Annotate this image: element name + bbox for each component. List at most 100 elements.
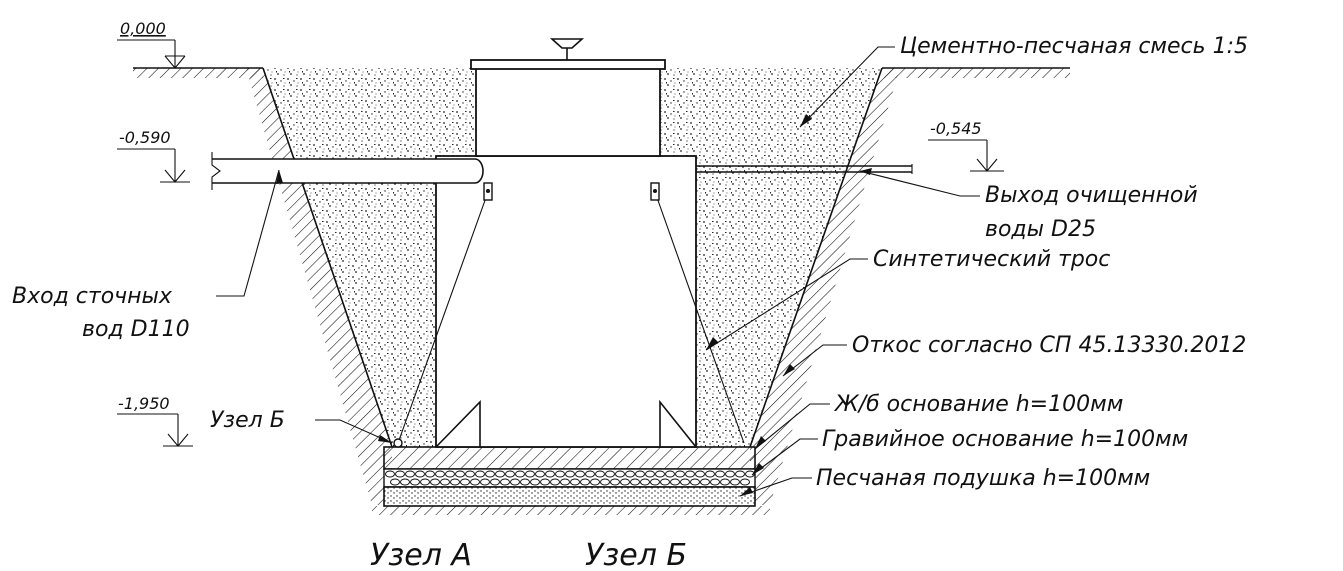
gravel-stone bbox=[645, 470, 655, 478]
gravel-stone bbox=[585, 470, 595, 478]
gravel-stone bbox=[440, 478, 450, 486]
slab-label: Ж/б основание h=100мм bbox=[833, 392, 1123, 417]
sand-layer bbox=[383, 486, 756, 507]
gravel-stone bbox=[640, 478, 650, 486]
level-inlet-text: -0,590 bbox=[119, 128, 171, 147]
outlet-label-line1: Выход очищенной bbox=[985, 183, 1198, 208]
base-rib-right bbox=[659, 399, 697, 448]
inlet-label-line1: Вход сточных bbox=[12, 284, 173, 309]
gravel-stone bbox=[530, 478, 540, 486]
gravel-stone bbox=[615, 470, 625, 478]
gravel-stone bbox=[420, 478, 430, 486]
level-bottom-text: -1,950 bbox=[118, 394, 170, 413]
gravel-stone bbox=[545, 470, 555, 478]
node-a-caption: Узел А bbox=[370, 538, 472, 571]
gravel-stone bbox=[510, 478, 520, 486]
backfill-label: Цементно-песчаная смесь 1:5 bbox=[900, 34, 1248, 59]
gravel-stone bbox=[480, 478, 490, 486]
rope-label: Синтетический трос bbox=[873, 247, 1110, 272]
gravel-stone bbox=[725, 470, 735, 478]
gravel-stone bbox=[630, 478, 640, 486]
gravel-stone bbox=[665, 470, 675, 478]
gravel-stone bbox=[690, 478, 700, 486]
gravel-stone bbox=[515, 470, 525, 478]
gravel-stone bbox=[475, 470, 485, 478]
level-mark-bottom: -1,950 bbox=[117, 394, 193, 447]
base-rib-left bbox=[435, 400, 481, 448]
gravel-stone bbox=[670, 478, 680, 486]
gravel-stone bbox=[410, 478, 420, 486]
slope-label: Откос согласно СП 45.13330.2012 bbox=[852, 333, 1246, 358]
gravel-stone bbox=[720, 478, 730, 486]
gravel-stone bbox=[505, 470, 515, 478]
gravel-stone bbox=[390, 478, 400, 486]
node-b-caption: Узел Б bbox=[585, 538, 687, 571]
gravel-stone bbox=[445, 470, 455, 478]
gravel-stone bbox=[555, 470, 565, 478]
level-mark-outlet: -0,545 bbox=[928, 119, 1004, 172]
gravel-stone bbox=[395, 470, 405, 478]
gravel-stone bbox=[740, 478, 750, 486]
pit-bottom-soil bbox=[372, 506, 770, 515]
gravel-stone bbox=[400, 478, 410, 486]
gravel-stone bbox=[575, 470, 585, 478]
gravel-stone bbox=[620, 478, 630, 486]
gravel-stone bbox=[500, 478, 510, 486]
gravel-stone bbox=[435, 470, 445, 478]
gravel-stone bbox=[580, 478, 590, 486]
gravel-stone bbox=[685, 470, 695, 478]
gravel-stone bbox=[405, 470, 415, 478]
gravel-stone bbox=[675, 470, 685, 478]
gravel-stone bbox=[540, 478, 550, 486]
outlet-pipe-d25 bbox=[696, 164, 913, 174]
gravel-stone bbox=[455, 470, 465, 478]
gravel-label: Гравийное основание h=100мм bbox=[822, 427, 1188, 452]
gravel-stone bbox=[385, 470, 395, 478]
gravel-stone bbox=[535, 470, 545, 478]
gravel-stone bbox=[470, 478, 480, 486]
gravel-stone bbox=[700, 478, 710, 486]
gravel-stone bbox=[460, 478, 470, 486]
gravel-stone bbox=[550, 478, 560, 486]
gravel-stone bbox=[710, 478, 720, 486]
gravel-stone bbox=[560, 478, 570, 486]
gravel-stone bbox=[430, 478, 440, 486]
gravel-stone bbox=[680, 478, 690, 486]
gravel-stone bbox=[650, 478, 660, 486]
inlet-pipe-d110 bbox=[211, 152, 484, 190]
gravel-layer bbox=[383, 468, 756, 488]
gravel-stone bbox=[625, 470, 635, 478]
gravel-stone bbox=[425, 470, 435, 478]
inlet-label-line2: вод D110 bbox=[82, 317, 190, 342]
gravel-stone bbox=[715, 470, 725, 478]
gravel-stone bbox=[605, 470, 615, 478]
gravel-stone bbox=[415, 470, 425, 478]
gravel-stone bbox=[490, 478, 500, 486]
node-b-side-label: Узел Б bbox=[210, 408, 285, 433]
gravel-stone bbox=[610, 478, 620, 486]
cable-left bbox=[393, 182, 493, 448]
gravel-stone bbox=[450, 478, 460, 486]
gravel-stone bbox=[695, 470, 705, 478]
lid-handle bbox=[549, 38, 585, 60]
rc-slab-layer bbox=[383, 446, 756, 470]
tank-lid bbox=[470, 59, 666, 70]
gravel-stone bbox=[495, 470, 505, 478]
pit-slope-right bbox=[749, 67, 900, 505]
level-mark-inlet: -0,590 bbox=[117, 128, 190, 183]
gravel-stone bbox=[590, 478, 600, 486]
gravel-stone bbox=[705, 470, 715, 478]
tank-body bbox=[435, 155, 697, 448]
gravel-stone bbox=[520, 478, 530, 486]
gravel-stone bbox=[660, 478, 670, 486]
tank-neck bbox=[475, 67, 661, 157]
gravel-stone bbox=[565, 470, 575, 478]
level-ground-text: 0,000 bbox=[120, 19, 166, 38]
gravel-stone bbox=[595, 470, 605, 478]
gravel-stone bbox=[745, 470, 755, 478]
leaders bbox=[216, 46, 980, 497]
gravel-stone bbox=[465, 470, 475, 478]
level-outlet-text: -0,545 bbox=[930, 119, 982, 138]
gravel-stone bbox=[635, 470, 645, 478]
gravel-stone bbox=[570, 478, 580, 486]
